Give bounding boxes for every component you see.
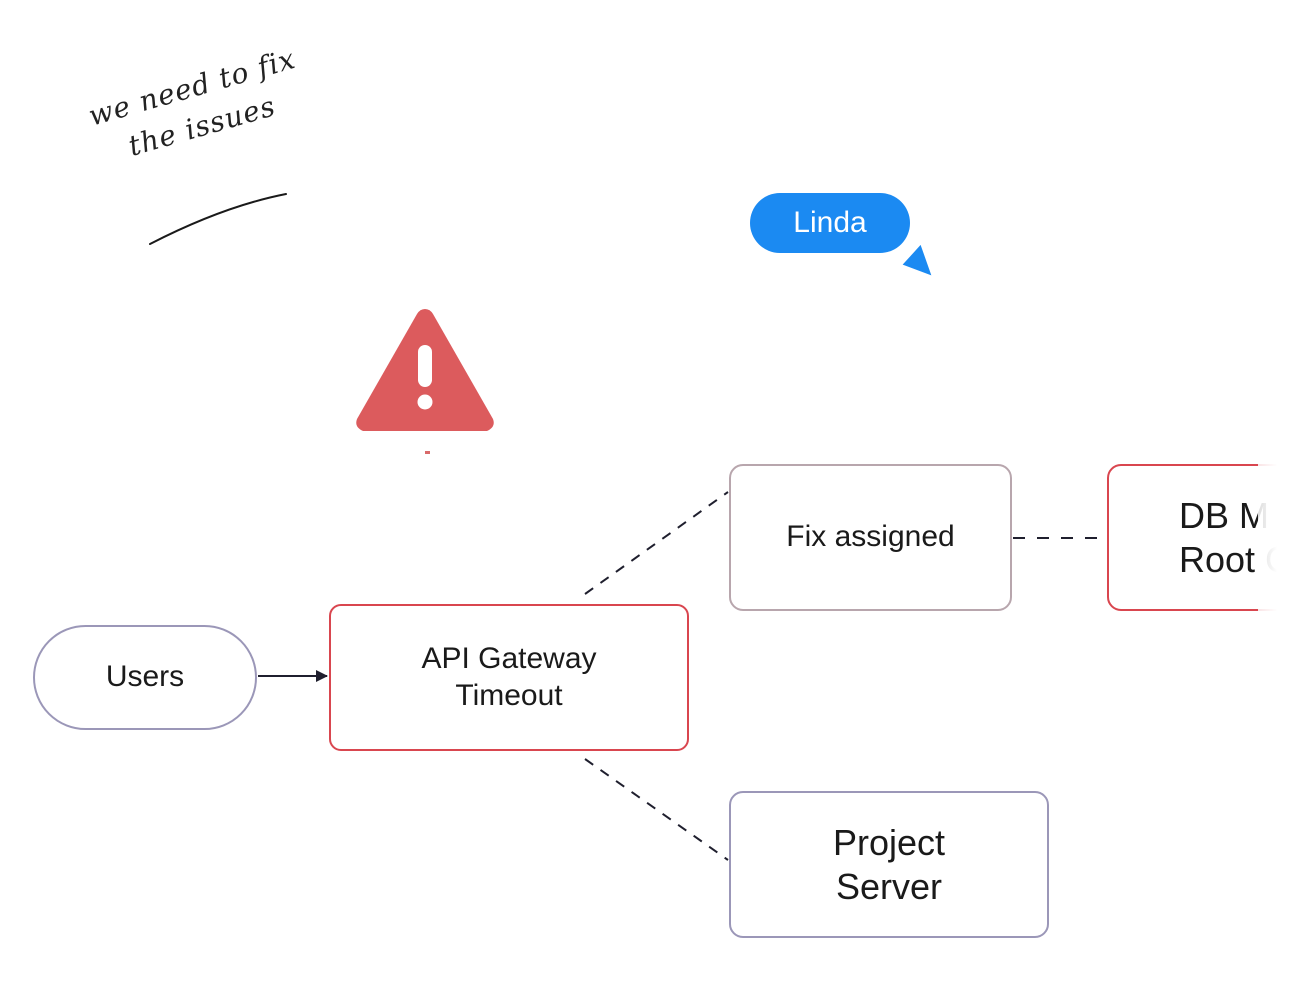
node-api-line-2: Timeout bbox=[455, 678, 563, 712]
node-project-server[interactable]: Project Server bbox=[729, 791, 1049, 938]
api-to-fix-connector[interactable] bbox=[584, 491, 729, 595]
node-users-label: Users bbox=[105, 660, 185, 694]
canvas-edge-fade bbox=[1258, 450, 1306, 630]
node-api-gateway-timeout[interactable]: API Gateway Timeout bbox=[329, 604, 689, 751]
node-db-line-1: DB M bbox=[1179, 494, 1269, 536]
stray-mark bbox=[425, 451, 430, 454]
warning-triangle-icon[interactable] bbox=[352, 303, 498, 435]
note-underline-stroke bbox=[149, 193, 287, 245]
collaborator-cursor-label: Linda bbox=[750, 193, 910, 253]
node-fix-label: Fix assigned bbox=[786, 520, 955, 554]
node-fix-assigned[interactable]: Fix assigned bbox=[729, 464, 1012, 611]
collaborator-pointer-icon bbox=[900, 242, 934, 278]
node-users[interactable]: Users bbox=[33, 625, 257, 730]
api-to-project-connector[interactable] bbox=[584, 758, 729, 861]
node-project-line-1: Project bbox=[832, 821, 946, 863]
node-project-line-2: Server bbox=[835, 865, 943, 907]
node-api-line-1: API Gateway bbox=[421, 641, 597, 675]
